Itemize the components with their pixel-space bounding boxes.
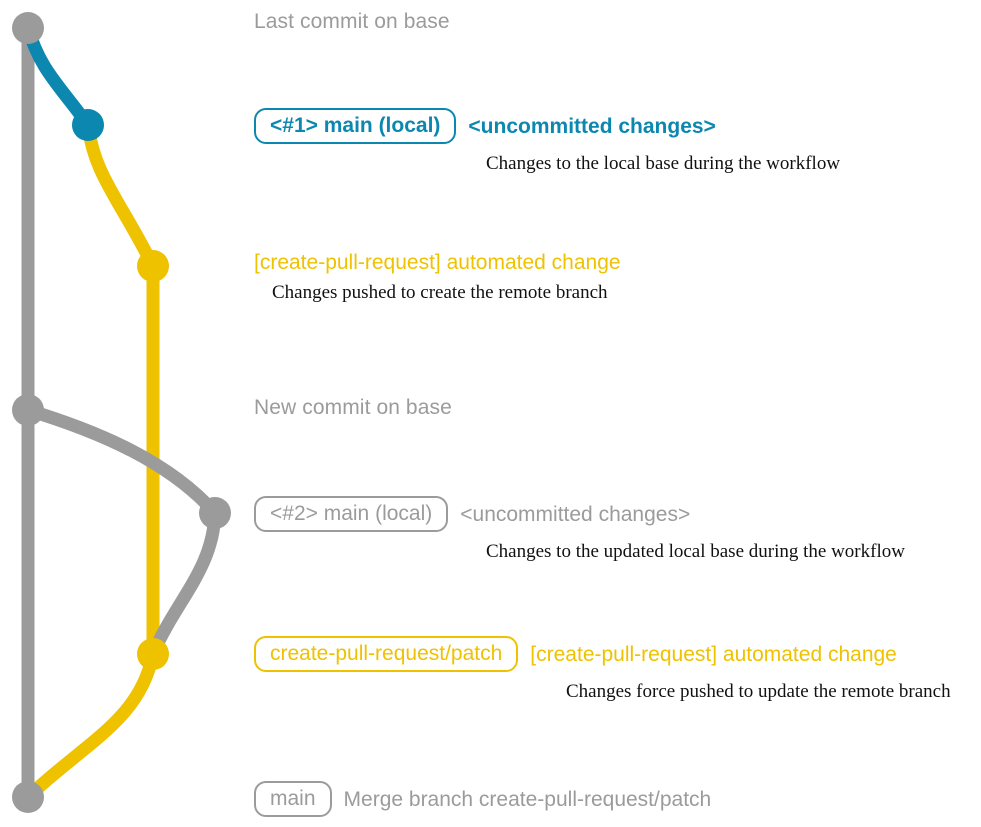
commit-note-commit-automated-change-2: Changes force pushed to update the remot… (566, 681, 951, 702)
ref-pill-commit-merge[interactable]: main (254, 781, 332, 817)
commit-subject-commit-new-base: New commit on base (254, 396, 452, 419)
commit-note-commit-local-1: Changes to the local base during the wor… (486, 153, 841, 174)
ref-pill-commit-local-2[interactable]: <#2> main (local) (254, 496, 449, 532)
commit-subject-commit-last-base: Last commit on base (254, 10, 450, 33)
commit-subject-commit-local-2: <uncommitted changes> (460, 502, 691, 526)
commit-note-commit-local-2: Changes to the updated local base during… (486, 541, 905, 562)
commit-title-line: create-pull-request/patch [create-pull-re… (254, 636, 951, 672)
commit-title-line: main Merge branch create-pull-request/pat… (254, 781, 711, 817)
ref-pill-commit-automated-change-2[interactable]: create-pull-request/patch (254, 636, 519, 672)
commit-note-commit-automated-change-1: Changes pushed to create the remote bran… (272, 282, 608, 303)
commit-subject-commit-automated-change-2: [create-pull-request] automated change (530, 642, 897, 666)
commit-subject-commit-merge: Merge branch create-pull-request/patch (343, 787, 712, 811)
commit-row-commit-local-2: <#2> main (local) <uncommitted changes> Ch… (254, 496, 905, 563)
commit-title-line: Last commit on base (254, 10, 450, 34)
commit-subject-commit-automated-change-1: [create-pull-request] automated change (254, 251, 621, 274)
commit-row-commit-automated-change-2: create-pull-request/patch [create-pull-re… (254, 636, 951, 703)
commit-row-commit-new-base: New commit on base (254, 396, 452, 420)
commit-row-commit-merge: main Merge branch create-pull-request/pat… (254, 781, 711, 817)
commit-row-commit-last-base: Last commit on base (254, 10, 450, 34)
commit-title-line: <#2> main (local) <uncommitted changes> (254, 496, 905, 532)
commit-title-line: New commit on base (254, 396, 452, 420)
commit-subject-commit-local-1: <uncommitted changes> (468, 114, 716, 138)
ref-pill-commit-local-1[interactable]: <#1> main (local) (254, 108, 457, 144)
commit-row-commit-local-1: <#1> main (local) <uncommitted changes> Ch… (254, 108, 840, 175)
commit-title-line: <#1> main (local) <uncommitted changes> (254, 108, 840, 144)
commit-title-line: [create-pull-request] automated change (254, 252, 621, 273)
